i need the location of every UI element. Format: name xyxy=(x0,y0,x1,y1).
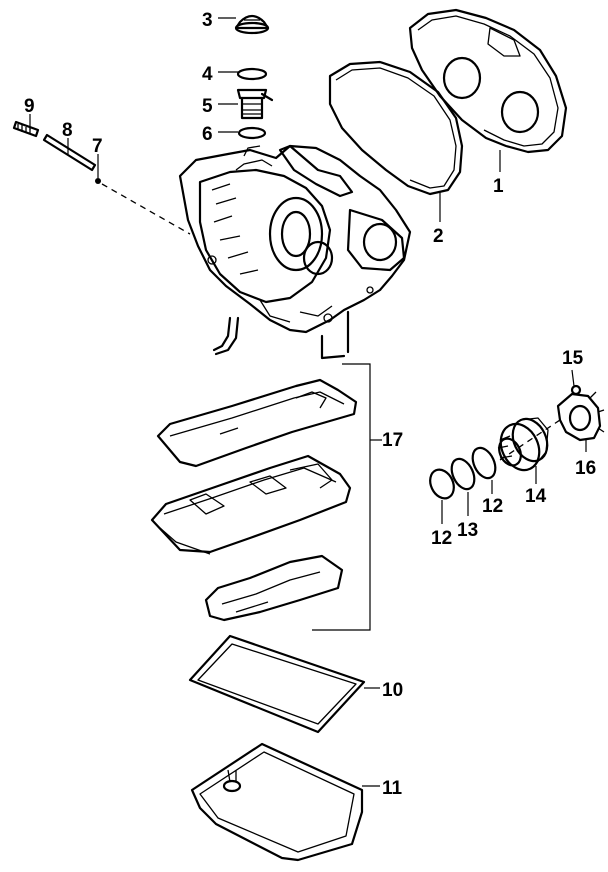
group-17-bracket xyxy=(312,363,371,631)
oil-tube-left xyxy=(212,316,240,356)
part-15-bolt xyxy=(570,384,582,396)
callout-3: 3 xyxy=(202,10,213,31)
leader-15 xyxy=(571,369,575,387)
pump-axis-line xyxy=(499,419,561,461)
part-7-seal xyxy=(95,178,101,184)
part-9-shaft xyxy=(12,120,40,138)
callout-12-left: 12 xyxy=(431,528,452,549)
callout-2: 2 xyxy=(433,226,444,247)
valve-body-gasket xyxy=(156,378,358,468)
part-16-pump-gear xyxy=(556,391,605,442)
part-5-plug xyxy=(236,88,274,120)
callout-5: 5 xyxy=(202,96,213,117)
callout-15: 15 xyxy=(562,348,584,369)
callout-6: 6 xyxy=(202,124,213,145)
callout-1: 1 xyxy=(493,176,504,197)
transaxle-case xyxy=(178,144,412,334)
callout-8: 8 xyxy=(62,120,73,141)
valve-body xyxy=(150,454,352,554)
part-6-o-ring xyxy=(237,126,267,140)
callout-14: 14 xyxy=(525,486,547,507)
callout-9: 9 xyxy=(24,96,35,117)
part-12-ring-right xyxy=(471,446,497,480)
shaft-axis-line xyxy=(101,183,191,235)
callout-4: 4 xyxy=(202,64,213,85)
part-11-oil-pan xyxy=(190,742,364,862)
separator-plate xyxy=(204,554,344,622)
callout-11: 11 xyxy=(382,778,403,799)
part-3-cap xyxy=(234,14,270,35)
callout-12-right: 12 xyxy=(482,496,503,517)
part-17-valve-body-group xyxy=(150,378,358,622)
part-2-gasket xyxy=(328,60,464,196)
part-14-clutch-assembly xyxy=(497,417,549,472)
part-10-pan-gasket xyxy=(188,634,366,734)
callout-10: 10 xyxy=(382,680,403,701)
callout-7: 7 xyxy=(92,136,103,157)
part-1-side-cover xyxy=(408,8,568,154)
callout-13: 13 xyxy=(457,520,478,541)
part-4-o-ring xyxy=(236,67,268,81)
oil-tube-right xyxy=(320,310,350,360)
part-12-ring-left xyxy=(429,468,455,500)
part-13-ring xyxy=(450,457,476,491)
callout-17: 17 xyxy=(382,430,403,451)
part-8-rod xyxy=(42,133,97,172)
callout-16: 16 xyxy=(575,458,596,479)
